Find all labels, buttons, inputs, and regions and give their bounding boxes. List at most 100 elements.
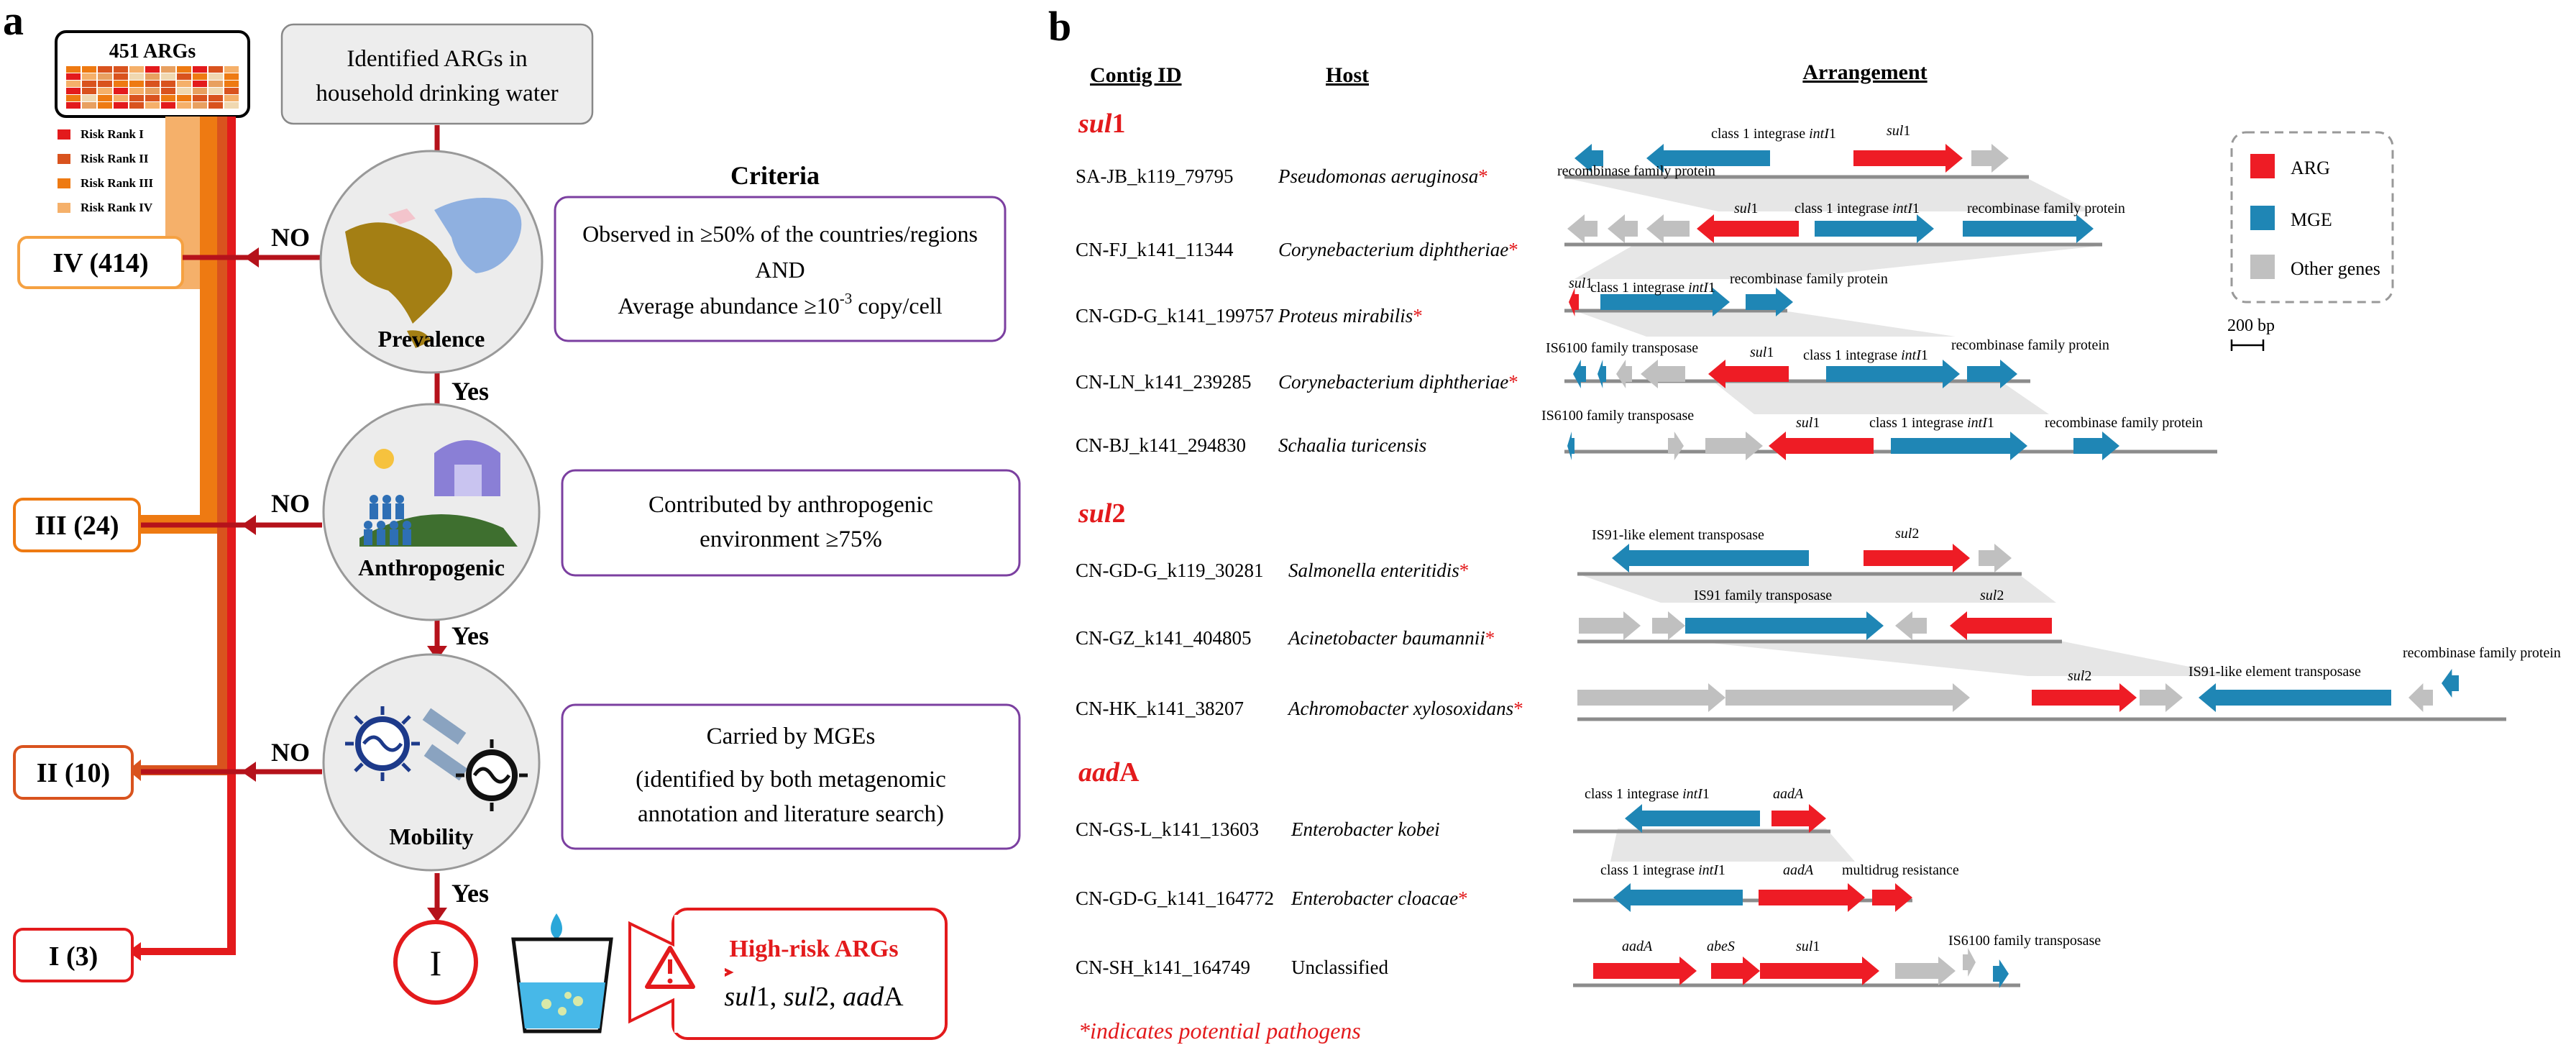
label-is91like: IS91-like element transposase	[2188, 664, 2361, 680]
label-sul2: sul2	[1895, 526, 1919, 542]
criteria-anthropogenic-line1: Contributed by anthropogenic	[648, 492, 933, 518]
prevalence-step: Prevalence	[319, 150, 544, 374]
gene-labels: class 1 integrase intI1 sul1 recombinase…	[1541, 123, 2561, 954]
mge-gene-arrow	[1993, 959, 2009, 988]
label-integrase: class 1 integrase intI1	[1711, 126, 1836, 142]
rank-box-ii: II (10)	[13, 745, 134, 800]
svg-text:Pseudomonas aeruginosa*: Pseudomonas aeruginosa*	[1278, 165, 1488, 187]
other-gene-arrow	[1646, 214, 1690, 243]
mge-gene-arrow	[1826, 360, 1960, 388]
arg-gene-arrow	[1569, 288, 1579, 316]
label-aada: aadA	[1773, 786, 1804, 802]
arg-gene-arrow	[1771, 804, 1826, 833]
label-sul1: sul1	[1569, 275, 1592, 291]
other-gene-arrow	[1668, 432, 1684, 460]
svg-text:SA-JB_k119_79795: SA-JB_k119_79795	[1076, 165, 1234, 187]
other-gene-arrow	[1579, 611, 1641, 640]
svg-text:Salmonella enteritidis*: Salmonella enteritidis*	[1288, 560, 1469, 581]
rank-box-i: I (3)	[13, 928, 134, 982]
svg-text:CN-GD-G_k119_30281: CN-GD-G_k119_30281	[1076, 560, 1263, 581]
mge-gene-arrow	[1746, 288, 1793, 316]
rank-box-iv-label: IV (414)	[52, 248, 148, 278]
gene-arrows	[1567, 144, 2459, 988]
drinking-glass-icon	[511, 913, 613, 1033]
mge-gene-arrow	[1600, 288, 1730, 316]
header-arrangement: Arrangement	[1802, 60, 1927, 84]
other-gene-arrow	[1608, 214, 1638, 243]
other-gene-arrow	[1971, 144, 2009, 173]
label-sul2: sul2	[1980, 588, 2004, 603]
rank-box-ii-label: II (10)	[37, 758, 110, 788]
other-gene-arrow	[1725, 683, 1970, 712]
svg-text:CN-SH_k141_164749: CN-SH_k141_164749	[1076, 957, 1250, 978]
other-gene-arrow	[1652, 611, 1685, 640]
rank-box-iii: III (24)	[13, 498, 141, 552]
farm-barn-icon	[359, 440, 518, 547]
label-integrase: class 1 integrase intI1	[1795, 201, 1920, 216]
legend-other: Other genes	[2291, 258, 2380, 279]
risk-flow-bands	[125, 117, 236, 961]
svg-text:Acinetobacter baumannii*: Acinetobacter baumannii*	[1287, 627, 1495, 649]
panel-a-letter: a	[3, 0, 24, 44]
mge-gene-arrow	[1646, 144, 1770, 173]
label-integrase: class 1 integrase intI1	[1869, 415, 1994, 431]
other-gene-arrow	[1963, 948, 1976, 977]
mge-gene-arrow	[1573, 360, 1586, 388]
rank-box-i-label: I (3)	[49, 941, 98, 972]
yes-label-2: Yes	[452, 621, 489, 650]
criteria-mobility-line1: Carried by MGEs	[707, 724, 876, 749]
criteria-prevalence-line1: Observed in ≥50% of the countries/region…	[582, 221, 978, 247]
label-recombinase: recombinase family protein	[1557, 163, 1715, 179]
label-recombinase: recombinase family protein	[1967, 201, 2125, 216]
final-rank-circle: I	[393, 920, 478, 1005]
label-integrase: class 1 integrase intI1	[1590, 280, 1715, 296]
mge-gene-arrow	[1598, 360, 1606, 388]
other-gene-arrow	[2408, 683, 2433, 712]
risk-legend-2: Risk Rank II	[81, 152, 149, 165]
label-is91like: IS91-like element transposase	[1592, 527, 1764, 543]
label-sul1: sul1	[1734, 201, 1758, 216]
other-gene-arrow	[1616, 360, 1632, 388]
label-aada: aadA	[1783, 862, 1814, 878]
arg-gene-arrow	[1872, 883, 1912, 912]
svg-text:CN-GD-G_k141_164772: CN-GD-G_k141_164772	[1076, 887, 1274, 909]
label-sul1: sul1	[1796, 939, 1820, 954]
label-recombinase: recombinase family protein	[2403, 645, 2561, 661]
no-label-mobility: NO	[271, 738, 310, 767]
other-gene-arrow	[1641, 360, 1685, 388]
svg-text:Corynebacterium diphtheriae*: Corynebacterium diphtheriae*	[1278, 239, 1518, 260]
yes-label-3: Yes	[452, 879, 489, 908]
header-contig-id: Contig ID	[1090, 63, 1182, 87]
other-gene-arrow	[1567, 214, 1598, 243]
svg-text:Achromobacter xylosoxidans*: Achromobacter xylosoxidans*	[1287, 698, 1523, 719]
group-sul1: sul1	[1078, 109, 1125, 139]
svg-text:CN-FJ_k141_11344: CN-FJ_k141_11344	[1076, 239, 1234, 260]
no-label-anthropogenic: NO	[271, 489, 310, 518]
start-text-line2: household drinking water	[316, 81, 558, 106]
label-recombinase: recombinase family protein	[1730, 271, 1888, 287]
mge-gene-arrow	[1685, 611, 1884, 640]
other-gene-arrow	[1895, 957, 1956, 985]
svg-text:CN-LN_k141_239285: CN-LN_k141_239285	[1076, 371, 1252, 393]
mge-gene-arrow	[1612, 544, 1809, 572]
criteria-mobility-line3: annotation and literature search)	[638, 801, 944, 827]
group-aada: aadA	[1078, 757, 1140, 788]
mge-gene-arrow	[1963, 214, 2094, 243]
label-is6100: IS6100 family transposase	[1546, 340, 1698, 356]
svg-text:Unclassified: Unclassified	[1291, 957, 1388, 978]
mge-gene-arrow	[1891, 432, 2027, 460]
rank-box-iii-label: III (24)	[35, 511, 119, 541]
contig-row: SA-JB_k119_79795 Pseudomonas aeruginosa*	[1076, 165, 1488, 187]
svg-text:Proteus mirabilis*: Proteus mirabilis*	[1278, 305, 1423, 327]
panel-b-letter: b	[1048, 3, 1071, 50]
group-sul2: sul2	[1078, 498, 1125, 529]
arg-gene-arrow	[1769, 432, 1874, 460]
footnote: *indicates potential pathogens	[1078, 1018, 1361, 1044]
synteny-shading	[1567, 178, 2236, 862]
arg-gene-arrow	[1950, 611, 2052, 640]
other-gene-arrow	[1895, 611, 1927, 640]
svg-text:Enterobacter cloacae*: Enterobacter cloacae*	[1291, 887, 1468, 909]
